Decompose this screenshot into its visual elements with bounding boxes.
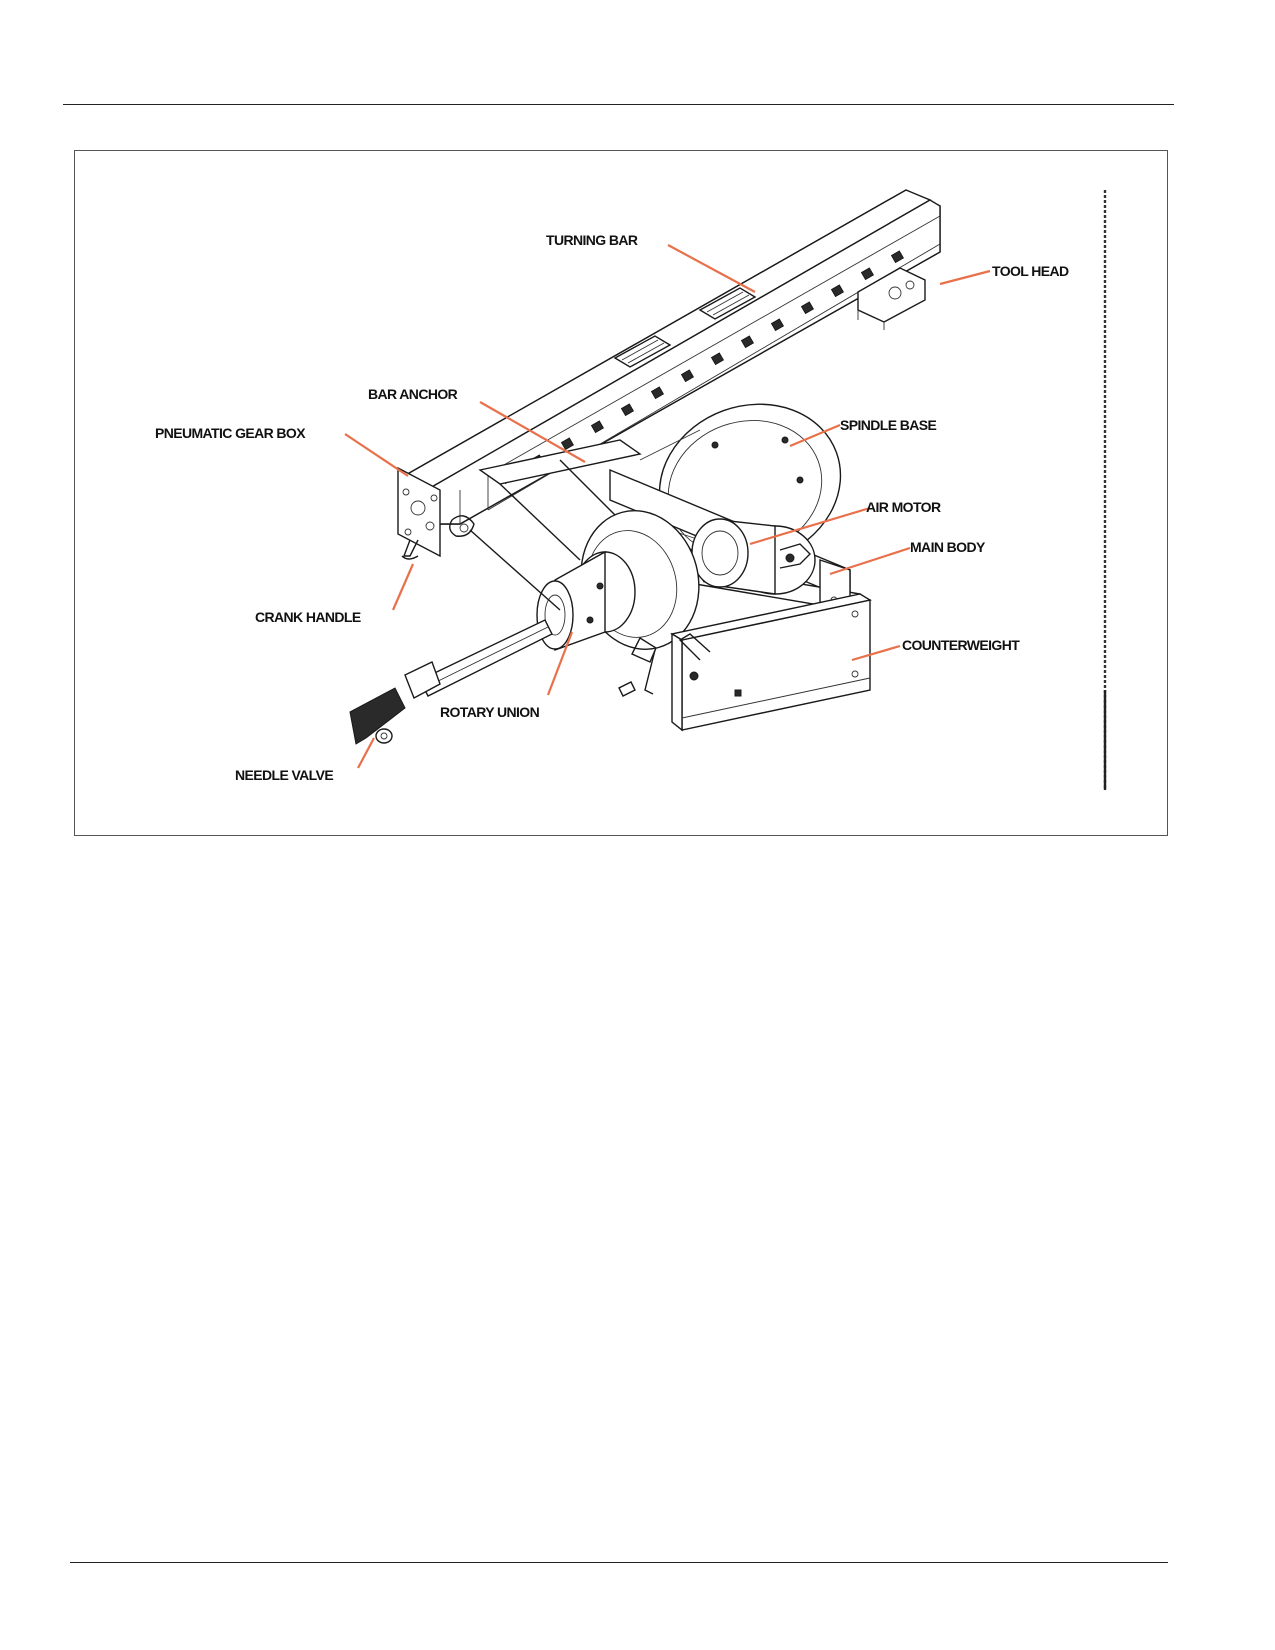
leader-lines: [344, 244, 991, 769]
label-air-motor: AIR MOTOR: [866, 499, 941, 515]
label-tool-head: TOOL HEAD: [992, 263, 1069, 279]
label-bar-anchor: BAR ANCHOR: [368, 386, 458, 402]
label-crank-handle: CRANK HANDLE: [255, 609, 361, 625]
footer-rule: [70, 1562, 1168, 1563]
label-turning-bar: TURNING BAR: [546, 232, 638, 248]
pneumatic-gear-box-drawing: [397, 466, 475, 560]
tool-head-drawing: [857, 267, 926, 330]
label-main-body: MAIN BODY: [910, 539, 986, 555]
label-spindle-base: SPINDLE BASE: [840, 417, 937, 433]
label-counterweight: COUNTERWEIGHT: [902, 637, 1020, 653]
needle-valve-arm-drawing: [349, 619, 553, 745]
label-pneumatic-gear-box: PNEUMATIC GEAR BOX: [155, 425, 306, 441]
label-rotary-union: ROTARY UNION: [440, 704, 540, 720]
turning-bar-drawing: [397, 189, 941, 560]
figure-frame: [74, 150, 1168, 836]
counterweight-drawing: [670, 593, 872, 732]
header-rule: [63, 104, 1174, 105]
label-needle-valve: NEEDLE VALVE: [235, 767, 333, 783]
